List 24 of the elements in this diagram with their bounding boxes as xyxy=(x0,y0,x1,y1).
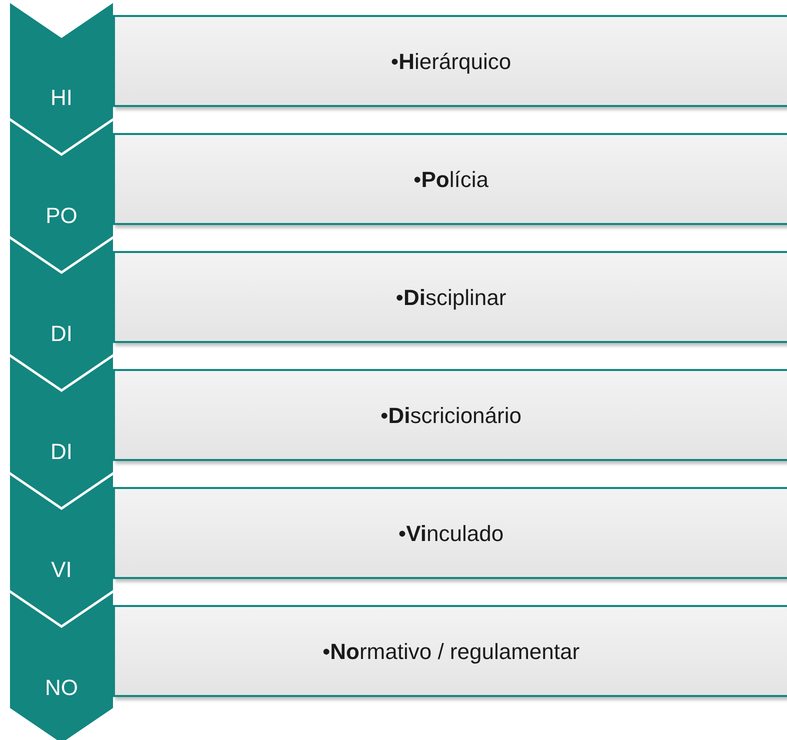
chevron-label: NO xyxy=(45,677,78,699)
list-item-box xyxy=(113,605,787,697)
list-item-box xyxy=(113,251,787,343)
chevron-shape xyxy=(10,593,113,740)
chevron-shape xyxy=(10,475,113,625)
chevron-label: DI xyxy=(50,441,72,463)
chevron-shape xyxy=(10,121,113,271)
item-text: •Disciplinar xyxy=(396,284,506,312)
list-item-box xyxy=(113,133,787,225)
item-text: •Discricionário xyxy=(380,402,522,430)
chevron-shape xyxy=(10,357,113,507)
chevron-label: DI xyxy=(50,323,72,345)
chevron-label: VI xyxy=(51,559,72,581)
chevron-label: PO xyxy=(46,205,78,227)
list-item-box xyxy=(113,369,787,461)
item-text: •Hierárquico xyxy=(390,48,512,76)
item-text: •Polícia xyxy=(414,166,488,194)
list-item-box xyxy=(113,15,787,107)
chevron-shape xyxy=(10,239,113,389)
list-item-box xyxy=(113,487,787,579)
chevron-shape xyxy=(10,3,113,153)
item-text: •Normativo / regulamentar xyxy=(322,638,580,666)
item-text: •Vinculado xyxy=(398,520,504,548)
chevron-label: HI xyxy=(50,87,72,109)
